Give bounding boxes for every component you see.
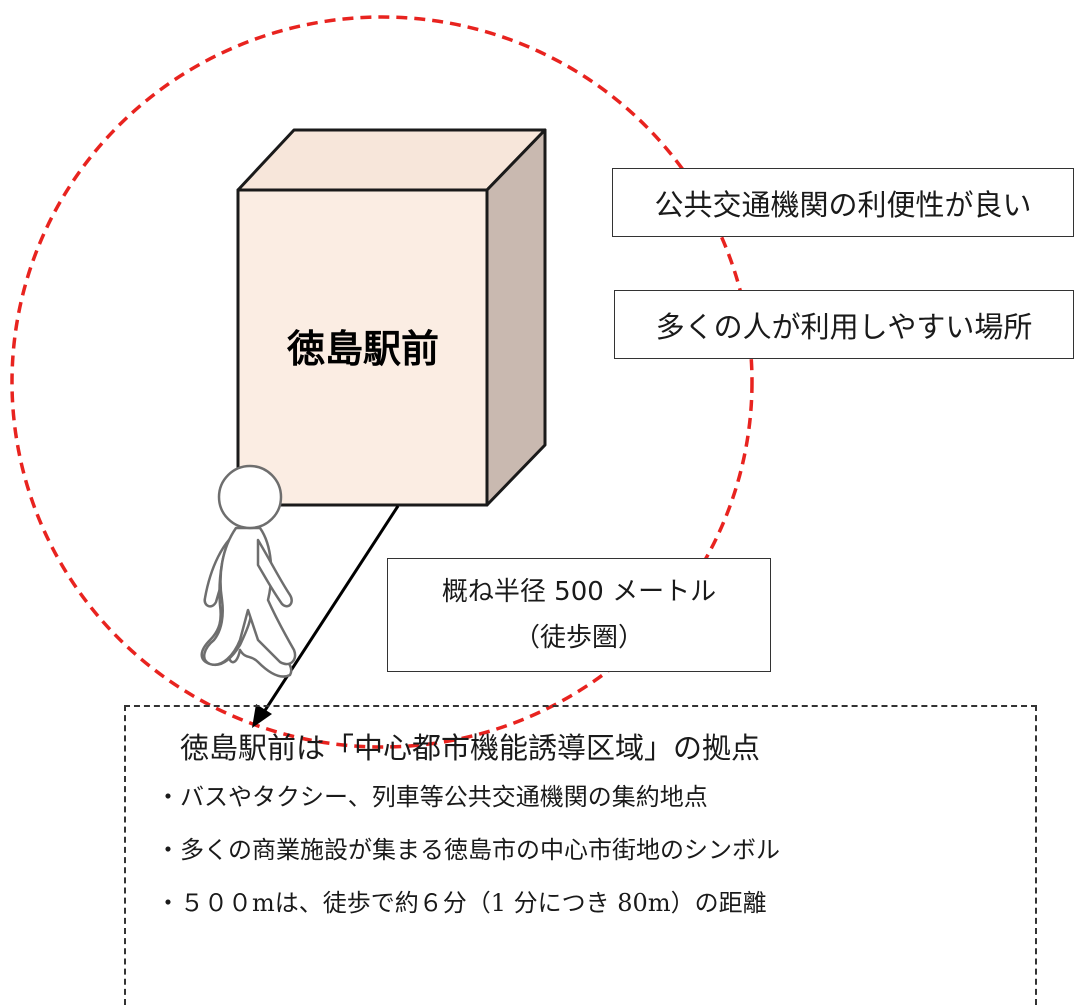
radius-line-1: 概ね半径 500 メートル [441,577,717,607]
walker-head [217,464,283,530]
info-item: ・バスやタクシー、列車等公共交通機関の集約地点 [156,783,708,811]
radius-box: 概ね半径 500 メートル （徒歩圏） [387,558,771,672]
station-building [236,128,547,507]
feature-transit-text: 公共交通機関の利便性が良い [654,187,1032,222]
building-front-face [236,188,489,507]
feature-accessible-text: 多くの人が利用しやすい場所 [655,309,1033,344]
info-item: ・多くの商業施設が集まる徳島市の中心市街地のシンボル [156,836,780,864]
building-side-face [485,128,547,507]
walk-radius-circle [10,15,754,749]
radius-arrow [252,505,400,728]
feature-box-accessible: 多くの人が利用しやすい場所 [614,290,1074,359]
arrowhead [252,704,272,728]
walking-person-icon [200,464,297,678]
info-panel: 徳島駅前は「中心都市機能誘導区域」の拠点 ・バスやタクシー、列車等公共交通機関の… [124,705,1037,1005]
info-item: ・５００mは、徒歩で約６分（1 分につき 80m）の距離 [156,889,767,917]
info-heading: 徳島駅前は「中心都市機能誘導区域」の拠点 [180,731,761,765]
feature-box-transit: 公共交通機関の利便性が良い [612,168,1074,237]
station-label: 徳島駅前 [286,327,439,371]
radius-line-2: （徒歩圏） [513,623,644,653]
